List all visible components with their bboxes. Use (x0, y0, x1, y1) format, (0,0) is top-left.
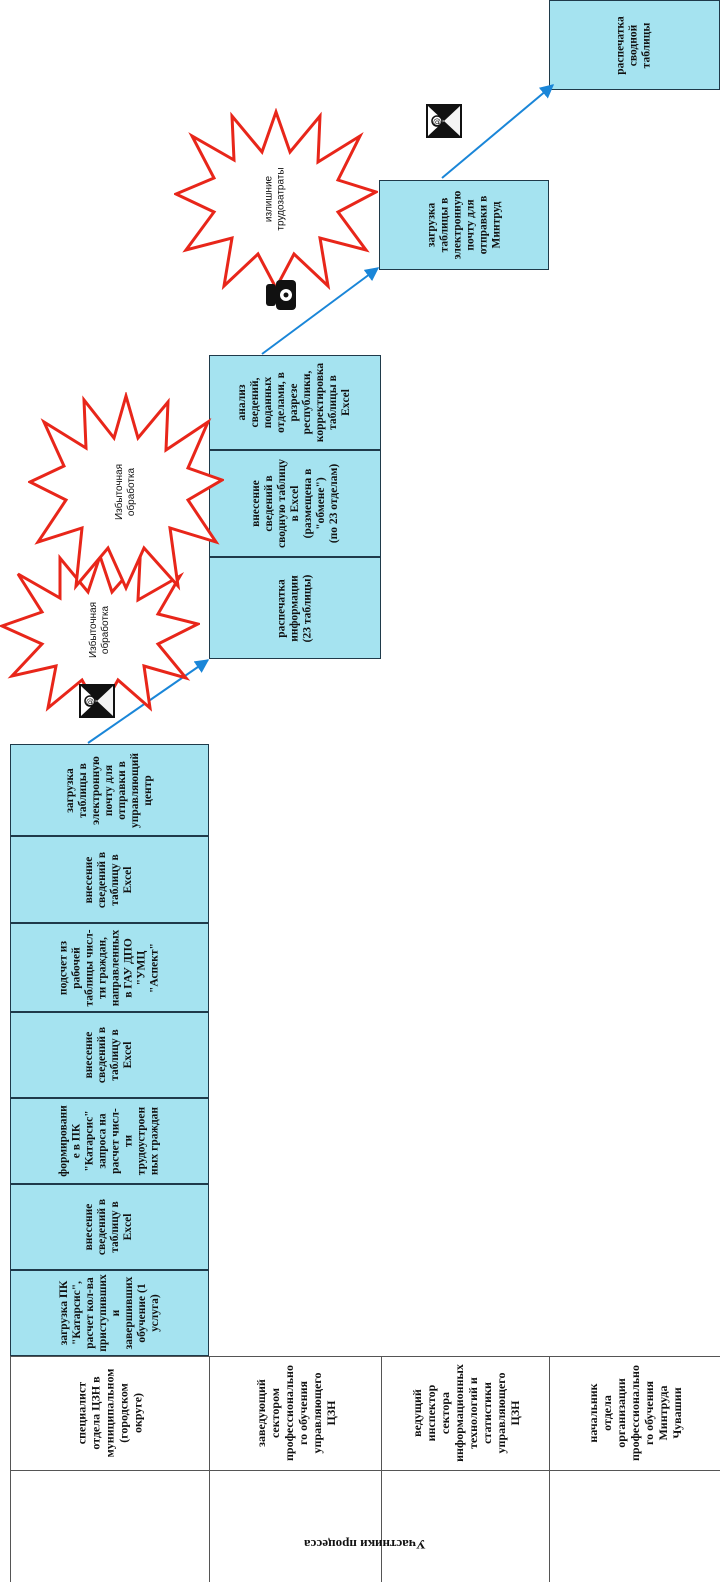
lane-divider-1 (209, 1356, 210, 1582)
lane1-step-4: внесение сведений в таблицу в Excel (10, 1012, 209, 1098)
arrow-lane3-to-lane4 (441, 84, 555, 179)
participant-divider (10, 1356, 720, 1357)
lane3-step-1: загрузка таблицы в электронную почту для… (379, 180, 549, 270)
svg-text:@: @ (433, 117, 441, 126)
lane1-step-6: внесение сведений в таблицу в Excel (10, 836, 209, 923)
waste-star-2 (28, 392, 224, 592)
waste-label-3: излишние трудозатраты (263, 167, 287, 231)
lane1-step-7: загрузка таблицы в электронную почту для… (10, 744, 209, 836)
waste-label-1: Избыточная обработка (88, 601, 111, 659)
waste-label-2: Избыточная обработка (114, 463, 137, 521)
lane1-step-2: внесение сведений в таблицу в Excel (10, 1184, 209, 1270)
arrow-lane2-to-lane3 (261, 267, 380, 355)
lane1-step-5: подсчет из рабочей таблицы числ- ти граж… (10, 923, 209, 1012)
left-border (10, 1356, 11, 1582)
phone-icon (266, 280, 296, 310)
lane1-step-3: формировани е в ПК "Катарсис" запроса на… (10, 1098, 209, 1184)
header-divider (10, 1470, 720, 1471)
lane-divider-2 (381, 1356, 382, 1582)
lane4-step-1: распечатка сводной таблицы (549, 0, 720, 90)
svg-text:@: @ (86, 697, 94, 706)
lane2-step-2: внесение сведений в сводную таблицу в Ex… (209, 450, 381, 557)
lane2-step-3: анализ сведений, поданных отделами, в ра… (209, 355, 381, 450)
lane2-step-1: распечатка информации (23 таблицы) (209, 557, 381, 659)
email-icon: @ (426, 104, 462, 138)
lane1-step-1: загрузка ПК "Катарсис", расчет кол-ва пр… (10, 1270, 209, 1356)
lane-divider-3 (549, 1356, 550, 1582)
email-icon: @ (79, 684, 115, 718)
